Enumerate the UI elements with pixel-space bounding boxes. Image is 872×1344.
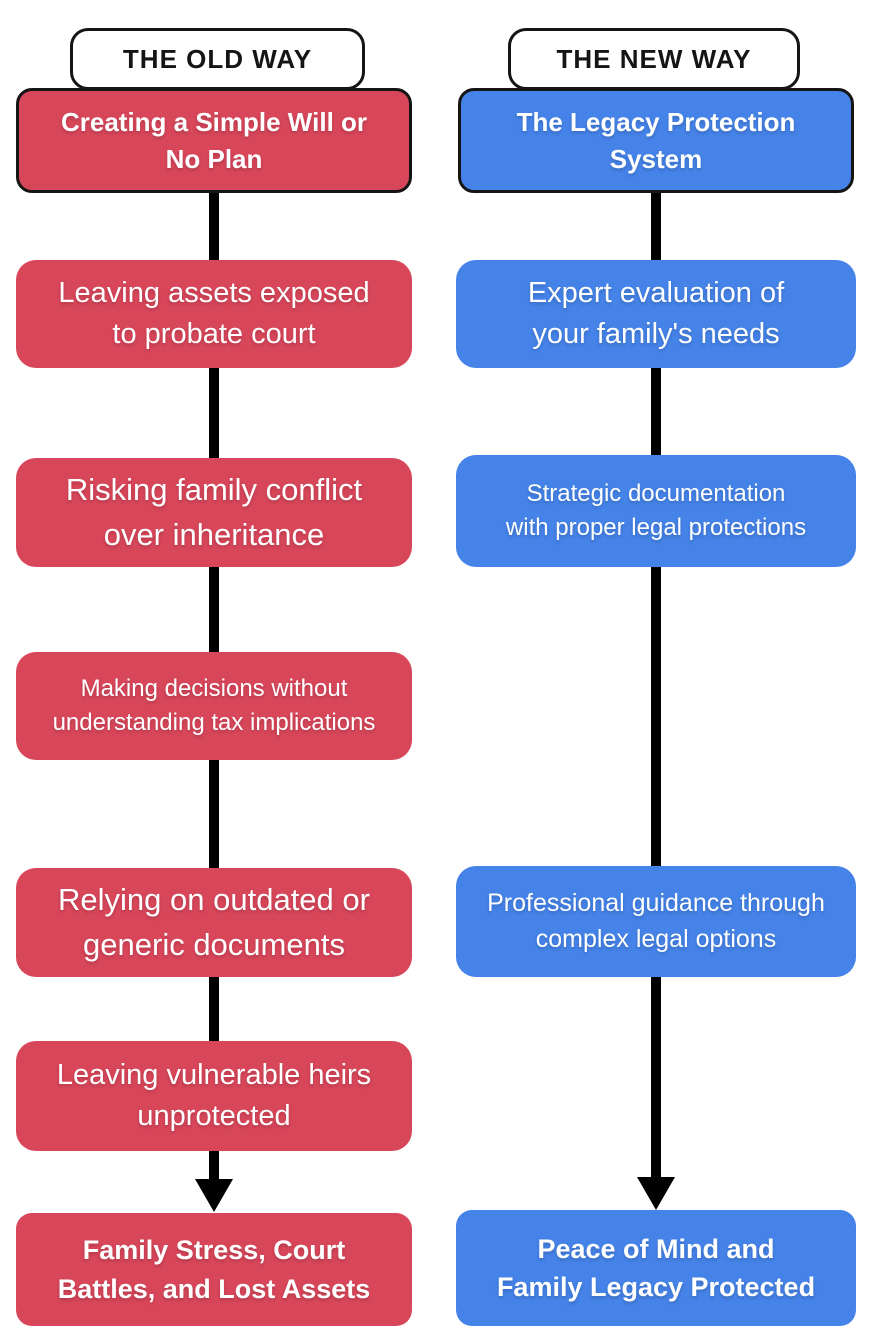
old-way-step-vulnerable-heirs: Leaving vulnerable heirs unprotected: [16, 1041, 412, 1151]
old-way-title-box: Creating a Simple Will or No Plan: [16, 88, 412, 193]
new-way-step-documentation: Strategic documentation with proper lega…: [456, 455, 856, 567]
new-way-arrow-down-icon: [637, 1177, 675, 1210]
old-way-step-conflict: Risking family conflict over inheritance: [16, 458, 412, 567]
new-way-header: THE NEW WAY: [508, 28, 800, 90]
new-way-step-evaluation: Expert evaluation of your family's needs: [456, 260, 856, 368]
old-way-result-box: Family Stress, Court Battles, and Lost A…: [16, 1213, 412, 1326]
new-way-step-guidance: Professional guidance through complex le…: [456, 866, 856, 977]
old-way-header: THE OLD WAY: [70, 28, 365, 90]
new-way-connector-line: [651, 150, 661, 1180]
old-way-step-tax: Making decisions without understanding t…: [16, 652, 412, 760]
old-way-step-outdated-docs: Relying on outdated or generic documents: [16, 868, 412, 977]
old-way-arrow-down-icon: [195, 1179, 233, 1212]
new-way-title-box: The Legacy Protection System: [458, 88, 854, 193]
new-way-result-box: Peace of Mind and Family Legacy Protecte…: [456, 1210, 856, 1326]
old-way-step-probate: Leaving assets exposed to probate court: [16, 260, 412, 368]
